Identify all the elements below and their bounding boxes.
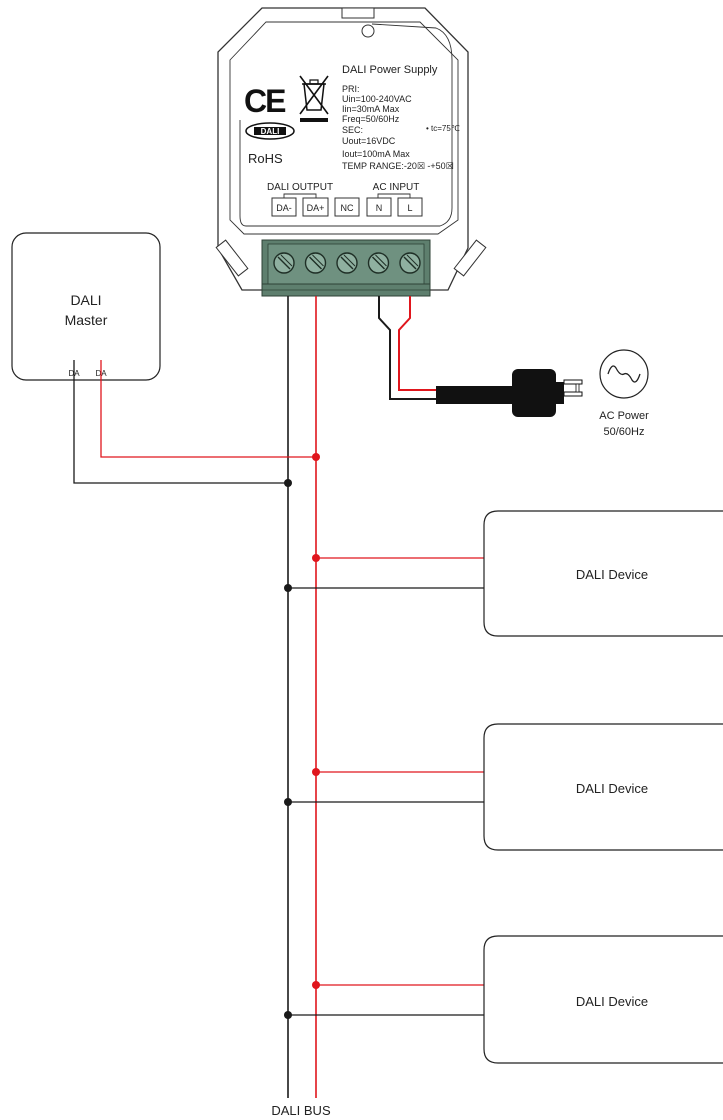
spec-temp-range: TEMP RANGE:-20☒ -+50☒ [342, 161, 454, 171]
dali-master-box [11, 232, 161, 381]
spec-uout: Uout=16VDC [342, 136, 396, 146]
device-2-label: DALI Device [576, 781, 648, 796]
spec-tc: • tc=75℃ [426, 124, 460, 133]
svg-text:DA-: DA- [276, 203, 292, 213]
svg-text:L: L [407, 203, 412, 213]
spec-uin: Uin=100-240VAC [342, 94, 412, 104]
device-2-black-junction [284, 798, 292, 806]
spec-iin: Iin=30mA Max [342, 104, 400, 114]
dali-bus [73, 296, 320, 1098]
device-3-box [483, 935, 723, 1064]
svg-text:NC: NC [341, 203, 354, 213]
power-supply-title: DALI Power Supply [342, 64, 438, 76]
dali-bus-label: DALI BUS [271, 1103, 331, 1118]
antenna-wire [239, 23, 453, 227]
spec-sec: SEC: [342, 125, 363, 135]
terminal-label-da-minus: DA- [271, 197, 297, 217]
device-1-box [483, 510, 723, 637]
terminal-label-da-plus: DA+ [302, 197, 329, 217]
device-1-red-junction [312, 554, 320, 562]
ac-cable-sheath [436, 386, 514, 404]
device-2-red-junction [312, 768, 320, 776]
weee-bin-icon [299, 75, 329, 122]
svg-text:DA+: DA+ [307, 203, 325, 213]
device-3-red-junction [312, 981, 320, 989]
screw-terminal-icon [304, 252, 327, 274]
device-2-box [483, 723, 723, 851]
dali-master-line2: Master [65, 312, 108, 328]
terminal-label-l: L [397, 197, 423, 217]
dali-device-3: DALI Device [284, 935, 723, 1064]
device-3-label: DALI Device [576, 994, 648, 1009]
dali-device-1: DALI Device [284, 510, 723, 637]
screw-terminal-icon [336, 252, 358, 274]
device-1-label: DALI Device [576, 567, 648, 582]
mount-clip-right [453, 239, 487, 277]
device-1-black-junction [284, 584, 292, 592]
terminal-label-nc: NC [334, 197, 360, 217]
dali-master: DALI Master DA DA [11, 232, 161, 381]
master-red-wire [100, 360, 316, 458]
dali-master-line1: DALI [70, 292, 101, 308]
dali-device-2: DALI Device [284, 723, 723, 851]
spec-iout: Iout=100mA Max [342, 149, 410, 159]
power-supply-outline [217, 7, 469, 291]
mount-clip-left [215, 239, 249, 277]
screw-terminal-icon [367, 252, 390, 274]
dali-logo-text: DALI [261, 127, 280, 136]
spec-pri: PRI: [342, 84, 360, 94]
power-supply-module: CE DALI RoHS DALI Power Supply PRI: Uin=… [215, 7, 487, 297]
ac-power-line1: AC Power [599, 410, 649, 422]
ac-wire-black [378, 296, 512, 400]
ac-input-label: AC INPUT [373, 182, 420, 193]
svg-text:N: N [376, 203, 383, 213]
power-plug-icon [512, 369, 583, 417]
dali-output-bracket [283, 193, 317, 198]
master-red-junction [312, 453, 320, 461]
ac-cable [378, 296, 514, 404]
ac-power-source: AC Power 50/60Hz [599, 349, 649, 438]
device-3-black-junction [284, 1011, 292, 1019]
master-black-wire [73, 360, 288, 484]
sine-wave-path [607, 365, 641, 383]
ac-wire-red [398, 296, 512, 391]
top-latch [341, 7, 375, 19]
spec-freq: Freq=50/60Hz [342, 114, 400, 124]
power-supply-inner-outline [229, 21, 459, 235]
master-black-junction [284, 479, 292, 487]
ac-input-bracket [377, 193, 411, 198]
rohs-label: RoHS [248, 151, 283, 166]
dali-logo: DALI [245, 122, 295, 140]
screw-terminal-icon [399, 252, 421, 274]
ac-power-line2: 50/60Hz [604, 426, 645, 438]
screw-terminal-icon [273, 252, 295, 274]
antenna-hole [361, 24, 375, 38]
ce-mark: CE [244, 83, 286, 119]
dali-output-label: DALI OUTPUT [267, 182, 333, 193]
terminal-label-n: N [366, 197, 392, 217]
